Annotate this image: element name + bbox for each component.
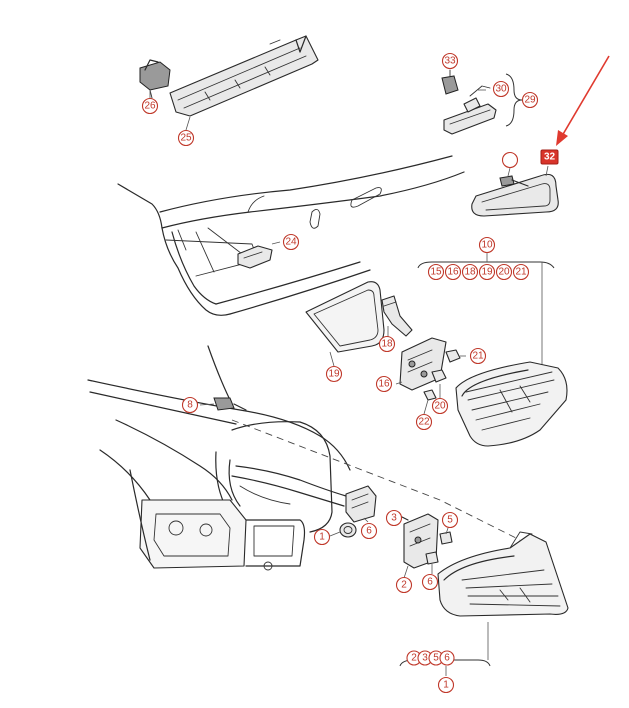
callout-1-assembly[interactable]: 1 (437, 676, 455, 694)
callout-row-15-parts: 15 16 18 19 20 21 (427, 263, 530, 281)
svg-text:5: 5 (433, 653, 439, 664)
svg-text:29: 29 (524, 95, 536, 106)
svg-text:16: 16 (447, 267, 459, 278)
svg-text:3: 3 (422, 653, 428, 664)
svg-text:18: 18 (464, 267, 476, 278)
svg-text:6: 6 (366, 526, 372, 537)
license-plate-light (441, 69, 497, 135)
trunk-lid (117, 155, 465, 316)
callout-2[interactable]: 2 (395, 576, 413, 594)
svg-text:25: 25 (180, 133, 192, 144)
callout-15[interactable]: 10 (478, 236, 496, 254)
callout-19[interactable]: 19 (325, 365, 343, 383)
svg-text:15: 15 (430, 267, 442, 278)
trunk-lock-24 (237, 245, 273, 269)
callout-32-highlighted[interactable]: 32 (540, 149, 559, 165)
callout-5-list[interactable]: 5 (428, 650, 444, 666)
svg-text:30: 30 (495, 84, 507, 95)
tail-light-seal-19 (305, 281, 385, 353)
svg-text:6: 6 (427, 577, 433, 588)
callout-26[interactable]: 26 (141, 97, 159, 115)
callout-8[interactable]: 6 (360, 522, 378, 540)
callout-22-list[interactable]: 21 (512, 263, 530, 281)
callout-29[interactable]: 30 (492, 80, 510, 98)
bulb-carrier-16 (399, 337, 447, 391)
rear-body-quarter (87, 345, 351, 571)
callout-22[interactable]: 22 (415, 413, 433, 431)
svg-text:16: 16 (378, 379, 390, 390)
svg-text:1: 1 (319, 532, 325, 543)
svg-text:20: 20 (434, 401, 446, 412)
callout-18-list[interactable]: 16 (444, 263, 462, 281)
svg-text:19: 19 (328, 369, 340, 380)
svg-text:2: 2 (401, 580, 407, 591)
svg-text:8: 8 (187, 400, 193, 411)
callout-16-list[interactable]: 15 (427, 263, 445, 281)
callout-6[interactable]: 6 (421, 573, 439, 591)
callout-20[interactable]: 20 (431, 397, 449, 415)
svg-text:24: 24 (285, 237, 297, 248)
svg-text:1: 1 (443, 680, 449, 691)
svg-text:2: 2 (411, 653, 417, 664)
callout-18[interactable]: 18 (378, 335, 396, 353)
grommet-1 (339, 522, 357, 538)
connector-10 (213, 397, 247, 411)
svg-text:20: 20 (498, 267, 510, 278)
callout-5[interactable]: 5 (441, 511, 459, 529)
svg-text:19: 19 (481, 267, 493, 278)
inner-tail-light-15 (455, 361, 568, 447)
screw-33 (499, 175, 529, 187)
high-mount-brake-light-cover (169, 35, 319, 117)
bulbs-20-21-22 (423, 349, 461, 401)
bulb-holder-bracket-18 (381, 295, 413, 337)
outer-tail-light-1 (437, 531, 569, 617)
svg-text:3: 3 (391, 513, 397, 524)
highlight-arrow (556, 55, 610, 146)
callout-3[interactable]: 3 (385, 509, 403, 527)
svg-text:5: 5 (447, 515, 453, 526)
connector-8 (345, 485, 377, 523)
svg-text:22: 22 (418, 417, 430, 428)
svg-text:21: 21 (515, 267, 527, 278)
wiring-harness (231, 465, 347, 507)
callout-24[interactable]: 24 (282, 233, 300, 251)
svg-text:33: 33 (444, 56, 456, 67)
callout-30[interactable]: 33 (441, 52, 459, 70)
callout-19-list[interactable]: 18 (461, 263, 479, 281)
rear-reflector (471, 173, 559, 217)
callout-row-1-parts: 2 3 5 6 (406, 650, 455, 666)
callout-20-list[interactable]: 19 (478, 263, 496, 281)
brake-light-connector (139, 59, 171, 99)
svg-text:32: 32 (544, 152, 556, 163)
callout-21-list[interactable]: 20 (495, 263, 513, 281)
callout-1[interactable]: 1 (313, 528, 331, 546)
callout-6-list[interactable]: 6 (439, 650, 455, 666)
callout-16[interactable]: 16 (375, 375, 393, 393)
svg-text:6: 6 (444, 653, 450, 664)
callout-10[interactable]: 8 (181, 396, 199, 414)
svg-text:21: 21 (472, 351, 484, 362)
callout-28[interactable]: 29 (521, 91, 539, 109)
svg-text:26: 26 (144, 101, 156, 112)
callout-33[interactable] (501, 151, 519, 169)
callout-25[interactable]: 25 (177, 129, 195, 147)
svg-text:18: 18 (381, 339, 393, 350)
callout-21[interactable]: 21 (469, 347, 487, 365)
svg-text:10: 10 (481, 240, 493, 251)
